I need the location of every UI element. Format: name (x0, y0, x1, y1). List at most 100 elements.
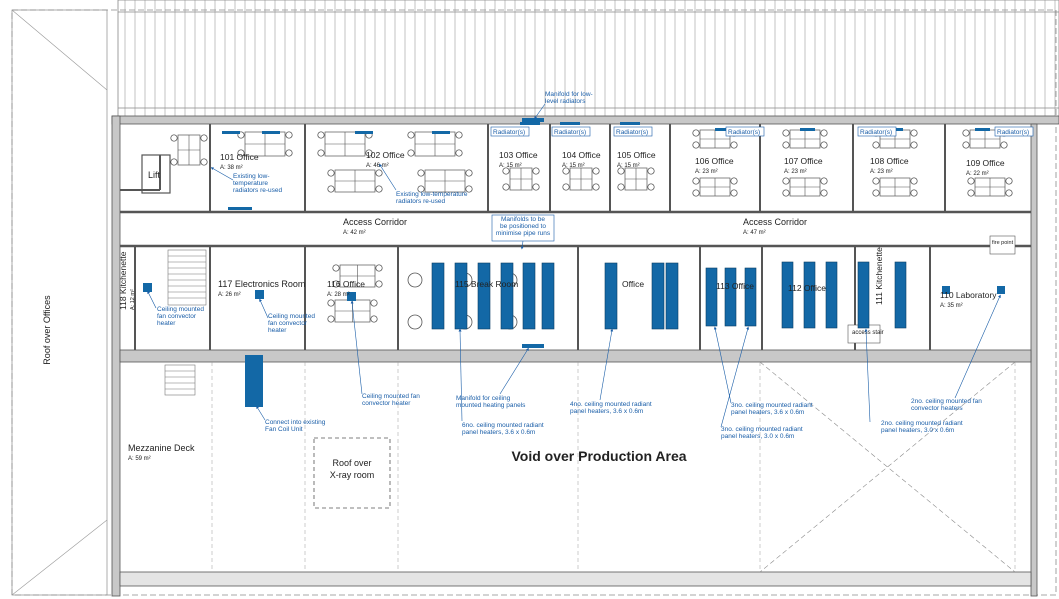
chair (820, 129, 828, 137)
leader-line (534, 103, 546, 120)
chair (285, 131, 293, 139)
chair (237, 149, 245, 157)
radiator-label: Radiator(s) (493, 129, 525, 136)
annotation-text: 3no. ceiling mounted radiant (731, 402, 813, 409)
chair (592, 167, 600, 175)
radiator (560, 122, 580, 125)
leader-line (520, 240, 524, 250)
annotation-box (613, 126, 653, 137)
room-name-r104: 104 Office (562, 150, 601, 160)
radiator-label: Radiator(s) (616, 129, 648, 136)
chair (962, 141, 970, 149)
leader-line (599, 328, 614, 401)
radiator (222, 131, 240, 134)
annotation-text: minimise pipe runs (496, 230, 551, 237)
chair (910, 189, 918, 197)
chair (647, 167, 655, 175)
room-name-r101: 101 Office (220, 152, 259, 162)
annotation-text: Fan Coil Unit (265, 426, 303, 433)
chair (617, 167, 625, 175)
chair (730, 189, 738, 197)
chair (327, 185, 335, 193)
annotation-box (491, 214, 555, 242)
chair (1005, 177, 1013, 185)
chair (692, 177, 700, 185)
radiant-panel-heater (541, 262, 555, 330)
void-label: Void over Production Area (511, 448, 686, 464)
chair (782, 189, 790, 197)
room-name-r113: 113 Office (716, 281, 754, 291)
annotation-box (725, 126, 765, 137)
room-area-r117: A: 26 m² (218, 292, 241, 298)
annotation-text: Ceiling mounted (268, 313, 315, 320)
round-table (407, 272, 423, 288)
leader-line (954, 294, 1001, 399)
chair (782, 141, 790, 149)
stair-118 (167, 249, 207, 306)
chair (455, 149, 463, 157)
bottom-wall (119, 571, 1032, 587)
chair (370, 315, 378, 323)
room-area-r101: A: 38 m² (220, 165, 243, 171)
annotation-text: radiators re-used (396, 198, 446, 205)
room-name-r109: 109 Office (966, 158, 1005, 168)
radiator (975, 128, 990, 131)
radiant-panel-heater (705, 267, 718, 327)
chair (327, 315, 335, 323)
leader-line (713, 326, 732, 404)
chair (502, 183, 510, 191)
lift-shaft (141, 154, 171, 194)
room-area-r109: A: 22 m² (966, 171, 989, 177)
annotation-text: convector heater (362, 400, 411, 407)
radiant-panel-heater (477, 262, 491, 330)
room-name-r106: 106 Office (695, 156, 734, 166)
chair (782, 129, 790, 137)
room-area-r116: A: 28 m² (327, 292, 350, 298)
room-area-r118: A: 12 m² (130, 289, 136, 310)
annotation-text: Manifolds to be (501, 216, 545, 223)
xray-room-outline (313, 437, 391, 509)
annotation-box (551, 126, 591, 137)
leader-line (256, 405, 266, 421)
chair (872, 177, 880, 185)
annotation-text: temperature (233, 180, 268, 187)
room-area-r103: A: 15 m² (499, 163, 522, 169)
chair (910, 141, 918, 149)
room-name-r112: 112 Office (788, 283, 826, 293)
chair (465, 169, 473, 177)
fan-coil-unit (245, 355, 263, 407)
room-area-r105: A: 15 m² (617, 163, 640, 169)
radiator (620, 122, 640, 125)
radiator-label: Radiator(s) (554, 129, 586, 136)
radiant-panel-heater (825, 261, 838, 329)
annotation-text: 2no. ceiling mounted radiant (881, 420, 963, 427)
chair (647, 183, 655, 191)
chair (820, 177, 828, 185)
annotation-text: Ceiling mounted fan (362, 393, 420, 400)
annotation-text: 3no. ceiling mounted radiant (721, 426, 803, 433)
radiant-panel-heater (894, 261, 907, 329)
chair (327, 169, 335, 177)
roof-ribbed-area (117, 0, 1059, 119)
chair (1000, 141, 1008, 149)
chair (592, 183, 600, 191)
chair (332, 280, 340, 288)
radiator (520, 122, 540, 125)
annotation-text: radiators re-used (233, 187, 283, 194)
roof-over-offices-label: Roof over Offices (42, 295, 52, 365)
room-name-r110: 110 Laboratory (940, 290, 997, 300)
annotation-text: panel heaters, 3.0 x 0.6m (881, 427, 954, 434)
annotation-text: 4no. ceiling mounted radiant (570, 401, 652, 408)
room-name-r103: 103 Office (499, 150, 538, 160)
annotation-text: Manifold for ceiling (456, 395, 511, 402)
chair (327, 299, 335, 307)
annotation-text: panel heaters, 3.6 x 0.6m (570, 408, 643, 415)
chair (820, 141, 828, 149)
access-stair-label: access stair (852, 330, 884, 336)
annotation-box (490, 126, 530, 137)
annotation-text: convector heaters (911, 405, 963, 412)
chair (375, 280, 383, 288)
fan-convector-heater (997, 286, 1005, 294)
